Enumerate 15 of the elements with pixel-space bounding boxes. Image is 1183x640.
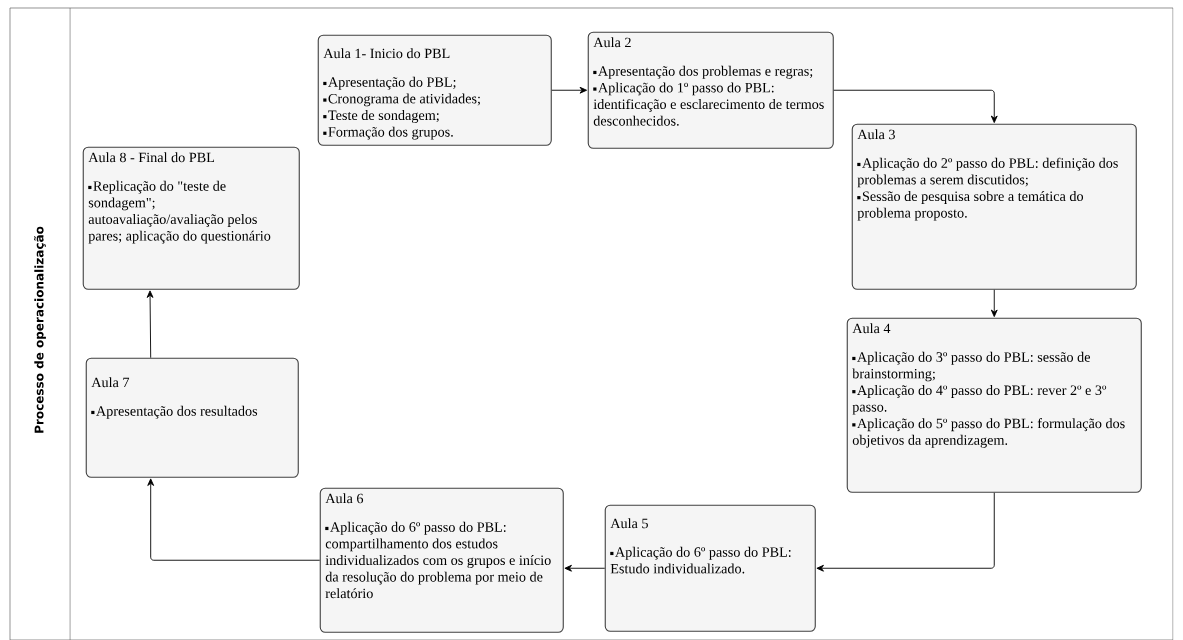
lesson-box: Aula 8 - Final do PBL Replicação do "teste de sondagem"; autoavaliação/avaliação pelos pares; aplicação do questionário xyxy=(82,146,300,290)
lesson-box: Aula 5 Aplicação do 6º passo do PBL: Estudo individualizado. xyxy=(604,504,816,632)
lesson-box: Aula 3 Aplicação do 2º passo do PBL: definição dos problemas a serem discutidos; Sessão de pesquisa sobre a temática do problema proposto. xyxy=(851,123,1137,290)
arrow xyxy=(816,492,995,572)
lesson-box: Aula 6 Aplicação do 6º passo do PBL: compartilhamento dos estudos individualizados com os grupos e início da resolução do problema por meio de relatório xyxy=(319,487,564,633)
arrow xyxy=(564,564,606,572)
lesson-box: Aula 7 Apresentação dos resultados xyxy=(85,357,299,478)
lesson-box: Aula 2 Apresentação dos problemas e regras; Aplicação do 1º passo do PBL: identificação e esclarecimento de termos desconhecidos. xyxy=(587,31,834,149)
lesson-box: Aula 1- Inicio do PBL Apresentação do PBL; Cronograma de atividades; Teste de sondagem; Formação dos grupos. xyxy=(317,34,552,146)
arrow xyxy=(147,478,321,561)
lesson-box: Aula 4 Aplicação do 3º passo do PBL: sessão de brainstorming; Aplicação do 4º passo do PBL: rever 2º e 3º passo. Aplicação do 5º passo do PBL: formulação dos objetivos da aprendizagem. xyxy=(846,317,1142,493)
arrow xyxy=(146,290,154,359)
arrow xyxy=(833,89,998,124)
arrow xyxy=(551,86,588,94)
arrow xyxy=(990,289,998,318)
